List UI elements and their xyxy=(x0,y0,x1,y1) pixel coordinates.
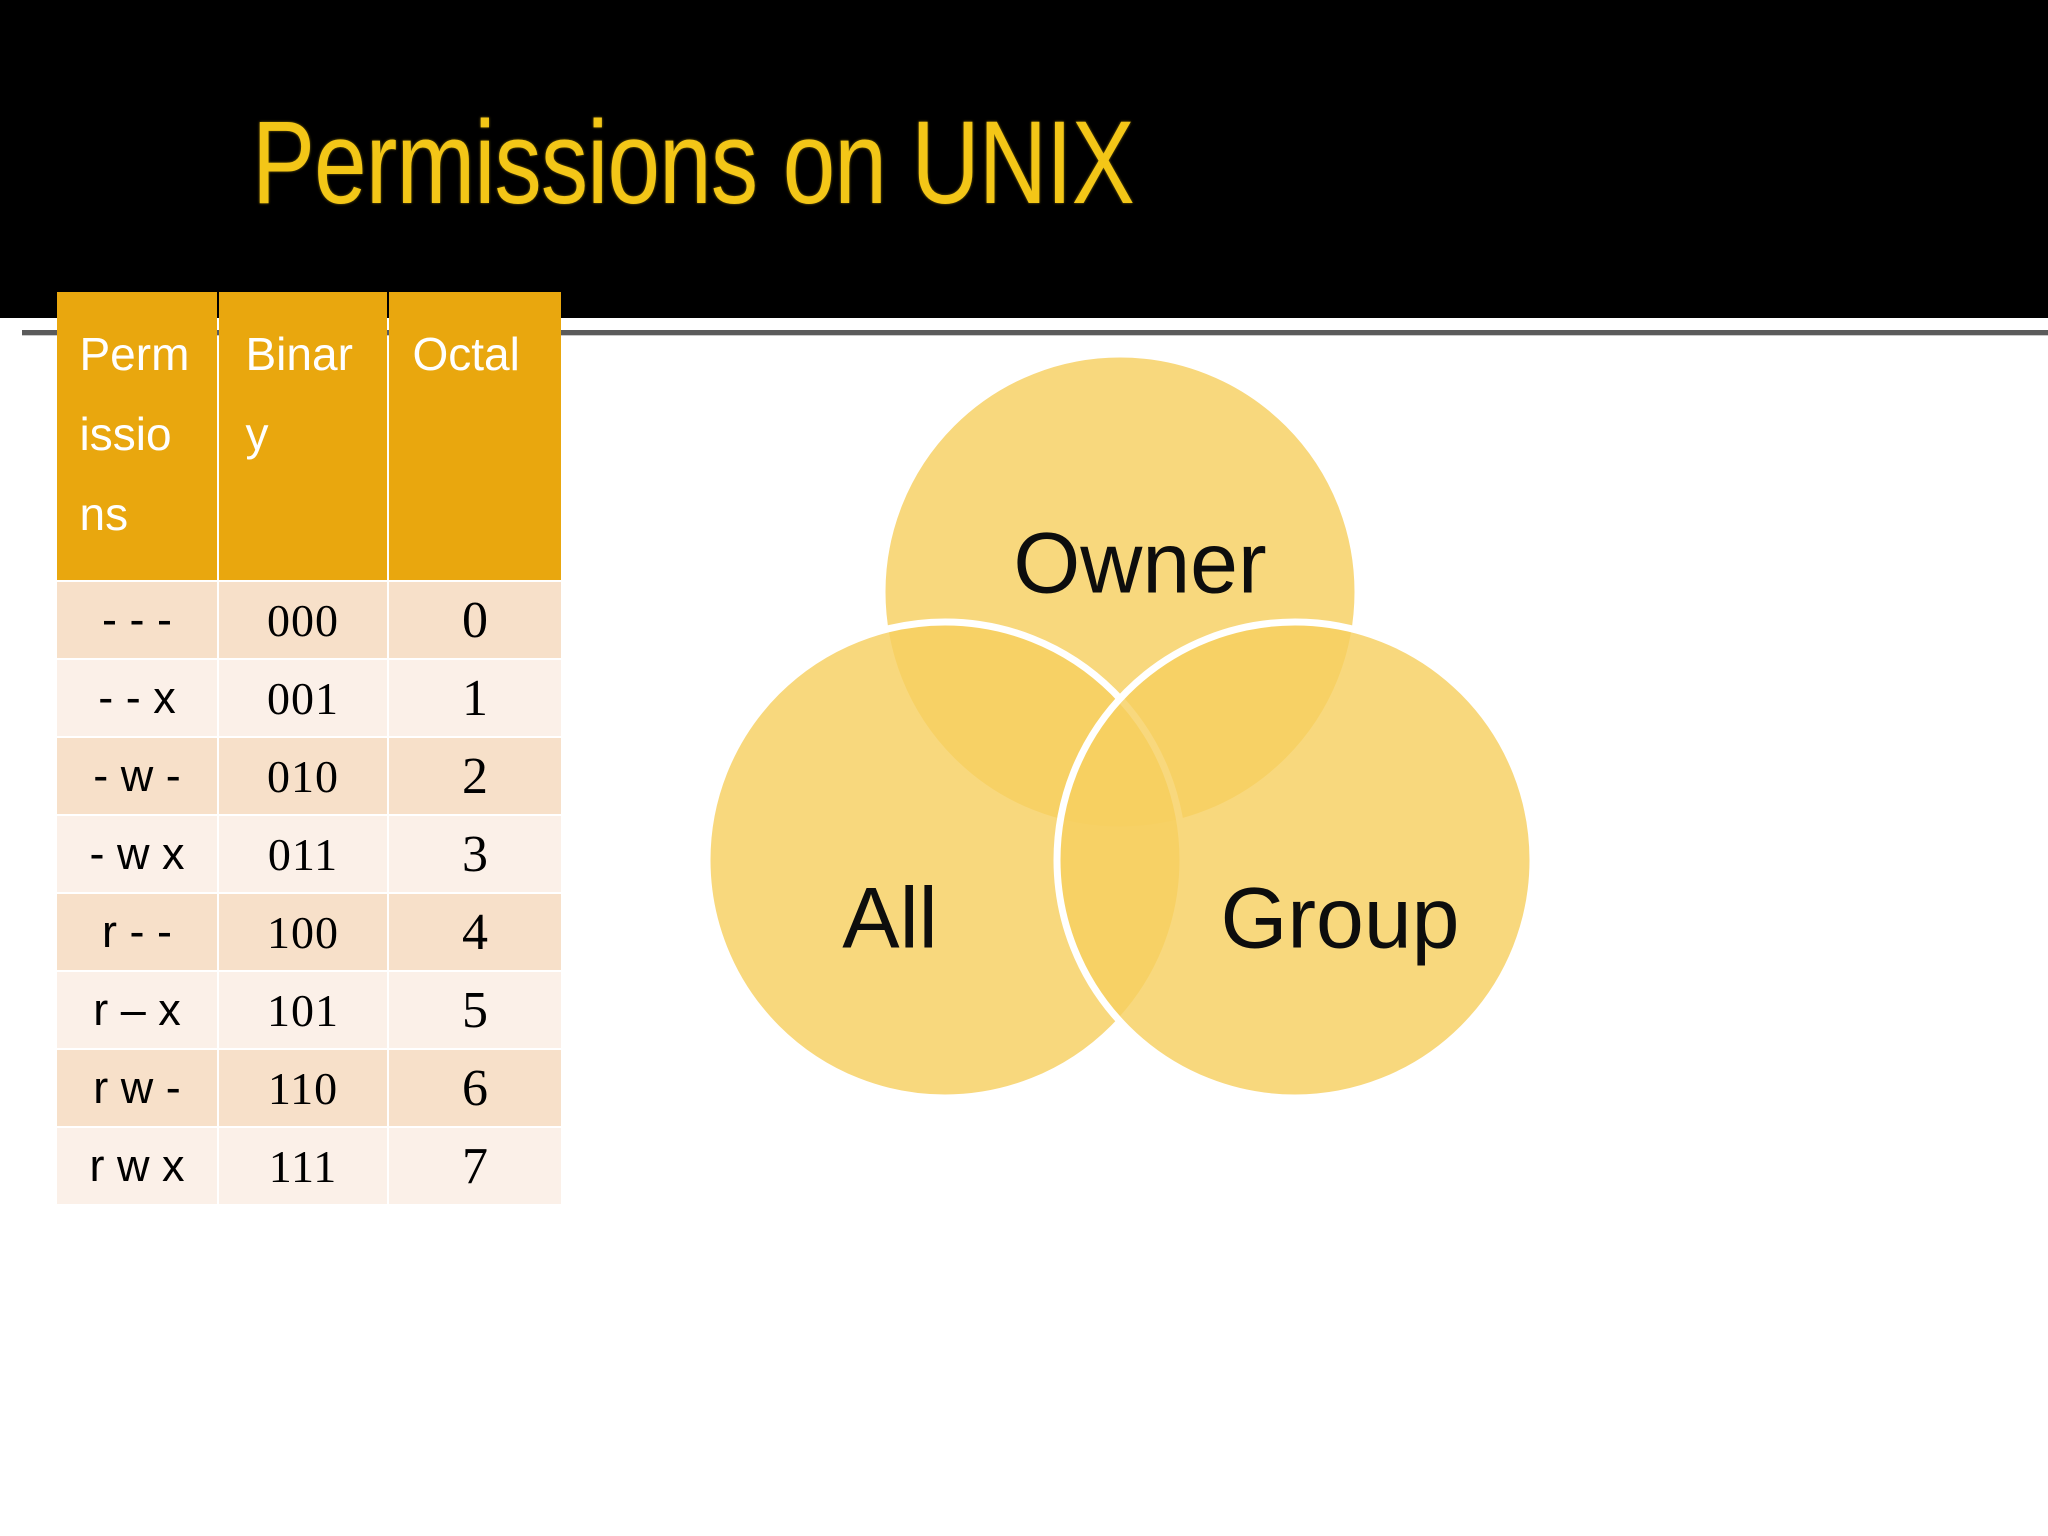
cell-octal: 1 xyxy=(389,660,561,736)
cell-octal: 7 xyxy=(389,1128,561,1204)
cell-permissions: r – x xyxy=(57,972,217,1048)
cell-binary: 010 xyxy=(219,738,387,814)
cell-octal: 2 xyxy=(389,738,561,814)
venn-label-all: All xyxy=(842,871,938,967)
cell-octal: 5 xyxy=(389,972,561,1048)
title-band xyxy=(0,0,2048,318)
cell-permissions: - w x xyxy=(57,816,217,892)
cell-permissions: r w - xyxy=(57,1050,217,1126)
cell-octal: 3 xyxy=(389,816,561,892)
cell-binary: 000 xyxy=(219,582,387,658)
cell-octal: 4 xyxy=(389,894,561,970)
venn-circle-group xyxy=(1053,618,1537,1102)
cell-binary: 100 xyxy=(219,894,387,970)
venn-diagram: Owner All Group xyxy=(690,330,1537,1130)
table-header-row: Permissions Binary Octal xyxy=(57,292,561,580)
cell-binary: 111 xyxy=(219,1128,387,1204)
column-header-permissions: Permissions xyxy=(57,292,217,580)
cell-octal: 0 xyxy=(389,582,561,658)
cell-binary: 001 xyxy=(219,660,387,736)
venn-label-group: Group xyxy=(1220,871,1459,967)
column-header-binary: Binary xyxy=(219,292,387,580)
cell-binary: 011 xyxy=(219,816,387,892)
column-header-octal: Octal xyxy=(389,292,561,580)
page-title: Permissions on UNIX xyxy=(252,97,1135,229)
cell-permissions: r w x xyxy=(57,1128,217,1204)
cell-binary: 110 xyxy=(219,1050,387,1126)
cell-permissions: - - - xyxy=(57,582,217,658)
cell-permissions: - - x xyxy=(57,660,217,736)
title-divider xyxy=(22,330,2048,336)
cell-permissions: - w - xyxy=(57,738,217,814)
venn-circles xyxy=(703,350,1537,1102)
cell-octal: 6 xyxy=(389,1050,561,1126)
cell-binary: 101 xyxy=(219,972,387,1048)
venn-label-owner: Owner xyxy=(1013,516,1266,612)
cell-permissions: r - - xyxy=(57,894,217,970)
